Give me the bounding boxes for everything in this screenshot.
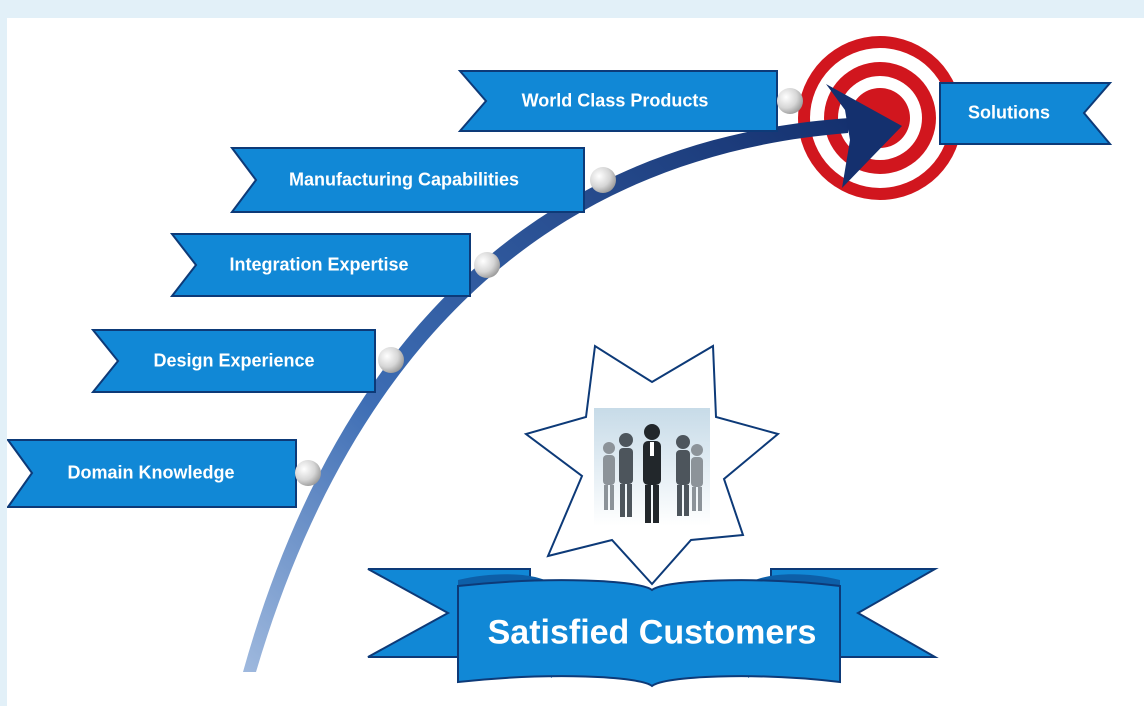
diagram-graphics xyxy=(7,36,1113,688)
progress-arrow xyxy=(243,84,902,672)
diagram-canvas: Domain Knowledge Design Experience Integ… xyxy=(7,18,1144,706)
step-label-integration-expertise: Integration Expertise xyxy=(229,254,409,275)
step-ribbon-world-class-products xyxy=(457,70,778,132)
connector-dot xyxy=(777,88,803,114)
banner-label-satisfied-customers: Satisfied Customers xyxy=(487,613,817,652)
satisfied-customers-banner xyxy=(367,568,939,688)
step-label-design-experience: Design Experience xyxy=(153,350,315,371)
connector-dot xyxy=(295,460,321,486)
connector-dot xyxy=(590,167,616,193)
connector-dot xyxy=(378,347,404,373)
step-ribbon-design-experience xyxy=(90,329,376,393)
step-ribbon-domain-knowledge xyxy=(7,439,297,508)
step-label-manufacturing-capabilities: Manufacturing Capabilities xyxy=(288,169,520,190)
people-walking-icon xyxy=(594,408,710,526)
connector-dot xyxy=(474,252,500,278)
step-label-world-class-products: World Class Products xyxy=(521,90,709,111)
step-label-domain-knowledge: Domain Knowledge xyxy=(67,462,235,483)
goal-ribbon-solutions xyxy=(939,82,1113,145)
step-ribbon-manufacturing-capabilities xyxy=(230,147,585,213)
step-ribbon-integration-expertise xyxy=(169,233,471,297)
goal-label-solutions: Solutions xyxy=(968,102,1050,123)
